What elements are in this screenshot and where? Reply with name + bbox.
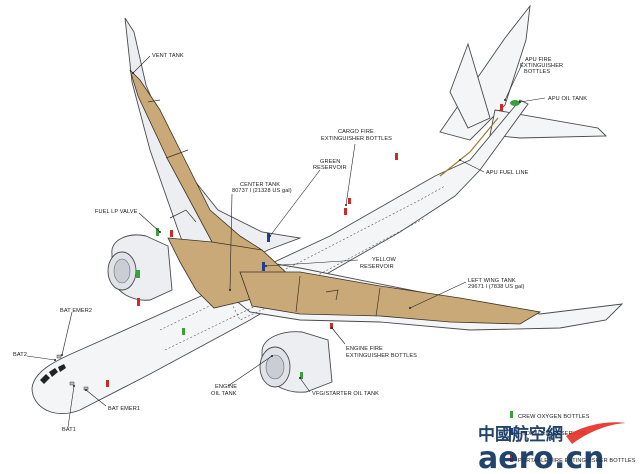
left-wing-tank: [239, 271, 542, 325]
legend-oxygen-swatch: [510, 411, 513, 418]
apu-fire-label-line1: APU FIRE: [525, 57, 552, 63]
apu-oil-tank-label: APU OIL TANK: [548, 96, 587, 102]
oxygen-bottle-marker: [300, 372, 303, 379]
apu-fuel-line: [439, 117, 499, 177]
watermark-chinese-text: 中國航空網: [478, 424, 563, 445]
left-wing-tank-ribs: [295, 275, 381, 317]
green-reservoir-label-line1: GREEN: [320, 159, 340, 165]
center-tank-label-line1: CENTER TANK: [240, 182, 280, 188]
legend: CREW OXYGEN BOTTLES HYDRAULIC RESERVOIR …: [510, 411, 636, 464]
legend-hydraulic-label: HYDRAULIC RESERVOIR: [518, 431, 587, 437]
left-wing-tank-label-line1: LEFT WING TANK: [468, 278, 516, 284]
bat1-label: BAT1: [62, 427, 76, 433]
cargo-fire-label-line1: CARGO FIRE: [338, 129, 374, 135]
engine-oil-label-line1: ENGINE: [215, 384, 237, 390]
oxygen-bottle-marker: [182, 328, 185, 335]
battery-marker: [69, 381, 75, 386]
engine-fire-label-line2: EXTINGUISHER BOTTLES: [346, 353, 417, 359]
fire-bottle-marker: [395, 153, 398, 160]
cockpit-windows: [40, 364, 66, 384]
fire-bottle-marker: [137, 298, 140, 306]
oxygen-bottle-marker: [136, 270, 140, 278]
left-wing-tank-label-line2: 29671 l (7838 US gal): [468, 284, 525, 290]
leader-lines: [26, 55, 546, 428]
right-wing-tank-ribs: [147, 99, 197, 223]
fire-bottle-marker: [500, 104, 503, 111]
right-engine: [107, 234, 173, 301]
fire-bottle-marker: [344, 208, 347, 215]
legend-fire-swatch: [510, 455, 513, 462]
vent-tank-label: VENT TANK: [152, 53, 184, 59]
fire-bottle-marker: [348, 198, 351, 204]
fire-bottle-marker: [170, 230, 173, 237]
center-tank-label-line2: 80737 l (21328 US gal): [232, 188, 292, 194]
yellow-reservoir-label-line2: RESERVOIR: [360, 264, 394, 270]
legend-hydraulic-swatch: [510, 428, 513, 435]
green-reservoir-label-line2: RESERVOIR: [313, 165, 347, 171]
legend-oxygen-label: CREW OXYGEN BOTTLES: [518, 414, 590, 420]
legend-fire-label: PORTABLE FIRE EXTINGUISHER BOTTLES: [518, 458, 636, 464]
yellow-reservoir-label-line1: YELLOW: [372, 257, 397, 263]
apu-fuel-line-label: APU FUEL LINE: [486, 170, 529, 176]
fire-bottle-marker: [330, 323, 333, 329]
oxygen-bottle-marker: [156, 228, 159, 236]
bat-emer1-label: BAT EMER1: [108, 406, 140, 412]
hydraulic-reservoir-marker: [262, 262, 265, 271]
left-engine: [259, 331, 333, 393]
aero-cn-watermark: 中國航空網 aero.cn: [478, 422, 626, 474]
battery-marker: [56, 354, 62, 359]
right-horizontal-stabilizer: [449, 42, 491, 129]
cargo-fire-label-line2: EXTINGUISHER BOTTLES: [321, 136, 392, 142]
vfg-starter-oil-label: VFG/STARTER OIL TANK: [312, 391, 379, 397]
fuel-lp-valve-label: FUEL LP VALVE: [95, 209, 138, 215]
apu-fire-label-line3: BOTTLES: [524, 69, 550, 75]
engine-fire-label-line1: ENGINE FIRE: [346, 346, 383, 352]
watermark-english-text: aero.cn: [478, 441, 605, 474]
fire-bottle-marker: [106, 380, 109, 387]
apu-fire-label-line2: EXTINGUISHER: [520, 63, 563, 69]
engine-oil-label-line2: OIL TANK: [211, 391, 237, 397]
bat-emer2-label: BAT EMER2: [60, 308, 92, 314]
bat2-label: BAT2: [13, 352, 27, 358]
fuselage: [31, 99, 529, 415]
hydraulic-reservoir-marker: [267, 233, 270, 242]
apu-oil-tank-marker: [510, 100, 520, 106]
swoosh-icon: [566, 422, 626, 444]
